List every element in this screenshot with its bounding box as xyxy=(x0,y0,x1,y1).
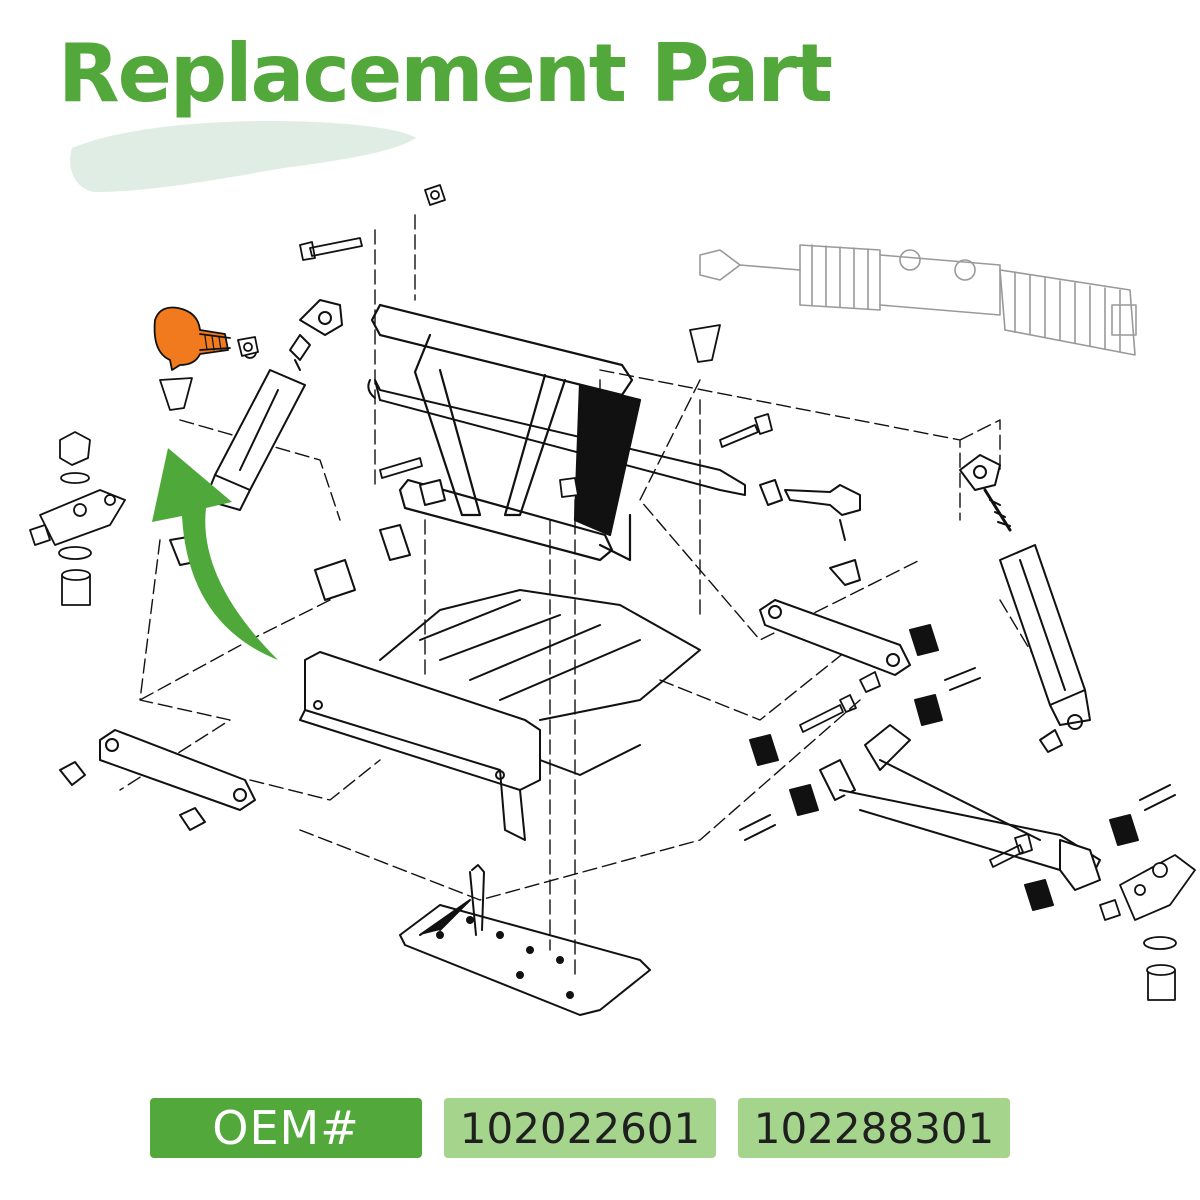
front-plate-assembly xyxy=(299,589,701,841)
bolts xyxy=(299,237,1033,868)
oem-label-badge: OEM# xyxy=(150,1098,422,1158)
right-lower-arm xyxy=(759,599,1101,891)
part-number-badge: 102022601 xyxy=(444,1098,716,1158)
oem-part-number-row: OEM# 102022601 102288301 xyxy=(150,1098,1010,1158)
arm-bushings xyxy=(739,624,1176,911)
brush-stroke-decoration xyxy=(70,121,417,192)
oem-label: OEM# xyxy=(212,1101,360,1155)
left-shock-absorber xyxy=(204,299,343,511)
suspension-exploded-diagram xyxy=(29,184,1196,1016)
part-number-badge: 102288301 xyxy=(738,1098,1010,1158)
page-title: Replacement Part xyxy=(58,27,833,120)
steering-rack xyxy=(699,244,1137,356)
indicator-arrow xyxy=(152,448,278,660)
ball-joint-replacement-part xyxy=(153,306,259,371)
right-shock-absorber xyxy=(959,454,1091,753)
left-hardware-stack xyxy=(29,431,126,606)
part-number: 102022601 xyxy=(459,1103,701,1153)
part-number: 102288301 xyxy=(753,1103,995,1153)
right-hardware-stack xyxy=(1119,854,1196,1001)
skid-plate xyxy=(399,864,651,1016)
assembly-guide-lines xyxy=(119,214,1061,981)
tie-rod-linkage xyxy=(367,379,861,586)
left-lower-arm xyxy=(59,729,256,831)
nuts-and-washers xyxy=(159,184,1121,921)
